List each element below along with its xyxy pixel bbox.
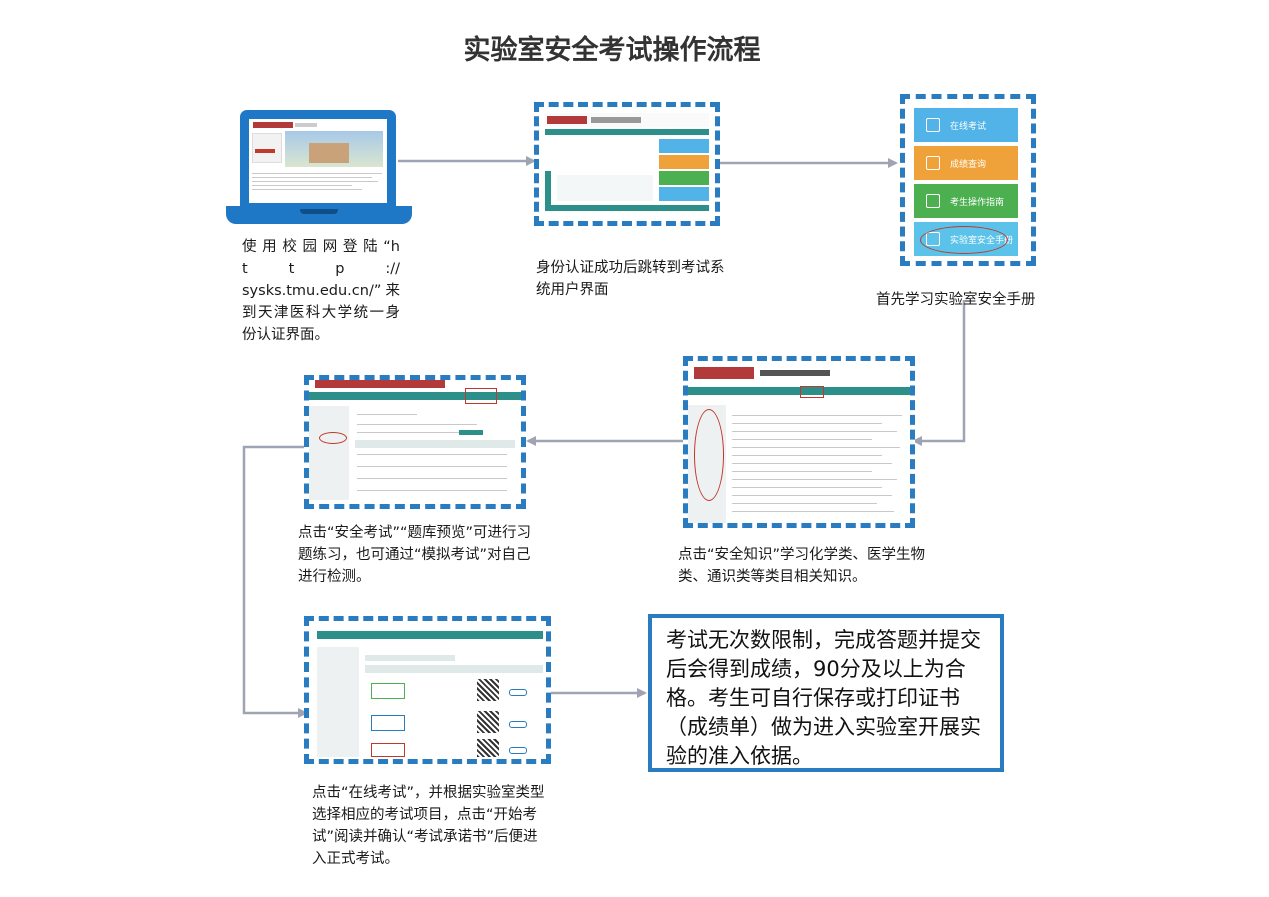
laptop-login-screenshot: [240, 110, 396, 209]
arrow-practice-to-exam: [242, 445, 308, 718]
page-title: 实验室安全考试操作流程: [463, 35, 761, 66]
category-ellipse: [694, 409, 724, 501]
highlight-ellipse: [920, 226, 1008, 254]
menu-tile-guide: 考生操作指南: [914, 184, 1018, 218]
result-box: 考试无次数限制，完成答题并提交后会得到成绩，90分及以上为合格。考生可自行保存或…: [648, 614, 1004, 772]
online-exam-caption: 点击“在线考试”，并根据实验室类型选择相应的考试项目，点击“开始考试”阅读并确认…: [312, 785, 545, 867]
laptop-notch: [300, 209, 338, 214]
result-text: 考试无次数限制，完成答题并提交后会得到成绩，90分及以上为合格。考生可自行保存或…: [666, 628, 981, 768]
practice-screenshot: [304, 375, 526, 509]
document-icon: [926, 194, 940, 208]
search-doc-icon: [926, 156, 940, 170]
practice-caption: 点击“安全考试”“题库预览”可进行习题练习，也可通过“模拟考试”对自己进行检测。: [298, 525, 532, 585]
portal-screenshot: [534, 102, 720, 226]
laptop-base: [226, 206, 412, 224]
exam-icon: [926, 118, 940, 132]
login-caption: 使 用 校 园 网 登 陆 “h t t p :// sysks.tmu.edu…: [242, 239, 400, 343]
menu-tile-online-exam: 在线考试: [914, 108, 1018, 142]
online-exam-screenshot: [304, 616, 551, 764]
menu-caption: 首先学习实验室安全手册: [876, 292, 1036, 308]
menu-screenshot: 在线考试 成绩查询 考生操作指南 实验室安全手册: [900, 94, 1036, 266]
knowledge-caption: 点击“安全知识”学习化学类、医学生物类、通识类等类目相关知识。: [678, 547, 926, 585]
arrow-menu-to-knowledge: [912, 300, 966, 446]
portal-caption: 身份认证成功后跳转到考试系统用户界面: [536, 260, 725, 298]
menu-tile-score-query: 成绩查询: [914, 146, 1018, 180]
knowledge-screenshot: [683, 356, 915, 528]
